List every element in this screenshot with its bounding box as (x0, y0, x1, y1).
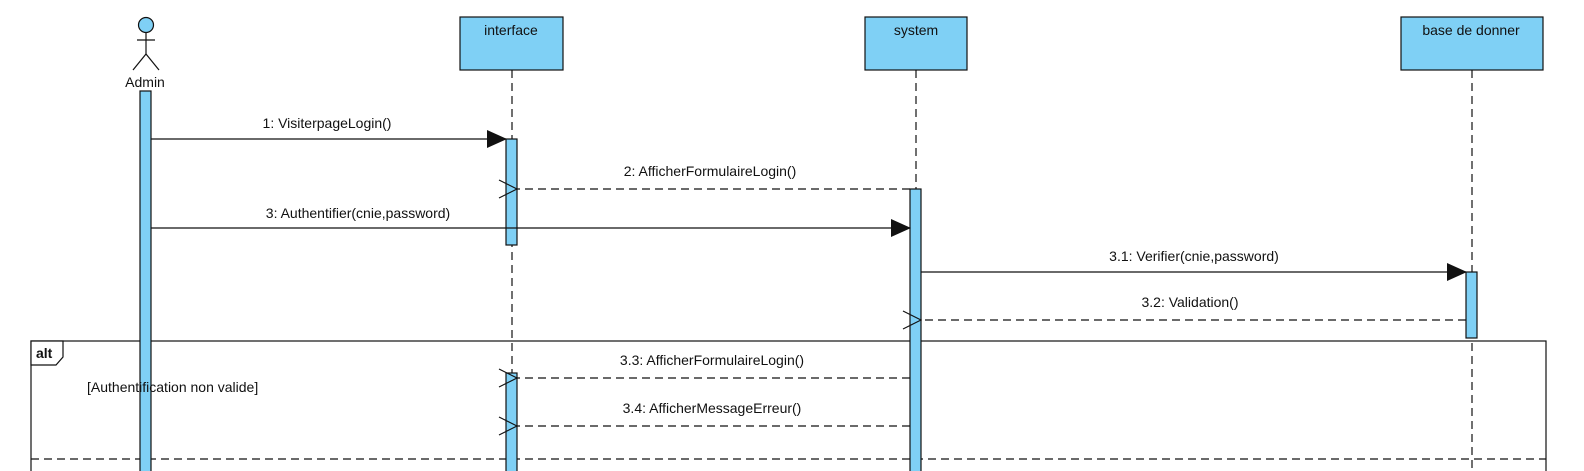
alt-operator-tab (30, 340, 64, 366)
message-3: 3: Authentifier(cnie,password) (151, 205, 911, 237)
activation-system (909, 188, 922, 471)
message-3-4: 3.4: AfficherMessageErreur() (517, 400, 910, 426)
message-3-1: 3.1: Verifier(cnie,password) (921, 248, 1467, 281)
message-3-3: 3.3: AfficherFormulaireLogin() (517, 352, 910, 378)
message-2: 2: AfficherFormulaireLogin() (517, 163, 910, 189)
message-3-label: 3: Authentifier(cnie,password) (266, 205, 450, 221)
actor-right-leg (145, 53, 160, 71)
alt-guard-condition: [Authentification non valide] (87, 379, 258, 395)
lifeline-database-head: base de donner (1400, 16, 1544, 71)
alt-fragment-frame (30, 340, 1547, 471)
activation-database (1465, 271, 1478, 339)
message-1-label: 1: VisiterpageLogin() (263, 115, 392, 131)
lifeline-database-box (1400, 16, 1544, 71)
lifeline-system-label: system (894, 22, 938, 38)
activation-interface-1 (505, 138, 518, 246)
actor-admin: Admin (125, 16, 165, 90)
message-1: 1: VisiterpageLogin() (151, 115, 507, 148)
message-3-2-label: 3.2: Validation() (1141, 294, 1238, 310)
message-3-3-label: 3.3: AfficherFormulaireLogin() (620, 352, 804, 368)
message-3-4-label: 3.4: AfficherMessageErreur() (623, 400, 802, 416)
alt-fragment: alt (30, 340, 1547, 471)
actor-head (137, 16, 155, 34)
actor-name: Admin (125, 74, 165, 90)
lifeline-interface-label: interface (484, 22, 538, 38)
activation-interface-2 (505, 372, 518, 471)
lifeline-system-box (864, 16, 968, 71)
activation-admin (139, 90, 152, 471)
actor-left-leg (132, 53, 147, 71)
message-2-label: 2: AfficherFormulaireLogin() (624, 163, 796, 179)
lifeline-system-head: system (864, 16, 968, 71)
alt-operator-label: alt (36, 345, 53, 361)
lifeline-database-label: base de donner (1422, 22, 1520, 38)
lifeline-interface-box (459, 16, 564, 71)
lifeline-interface-head: interface (459, 16, 564, 71)
message-3-1-label: 3.1: Verifier(cnie,password) (1109, 248, 1279, 264)
message-3-2: 3.2: Validation() (921, 294, 1466, 320)
